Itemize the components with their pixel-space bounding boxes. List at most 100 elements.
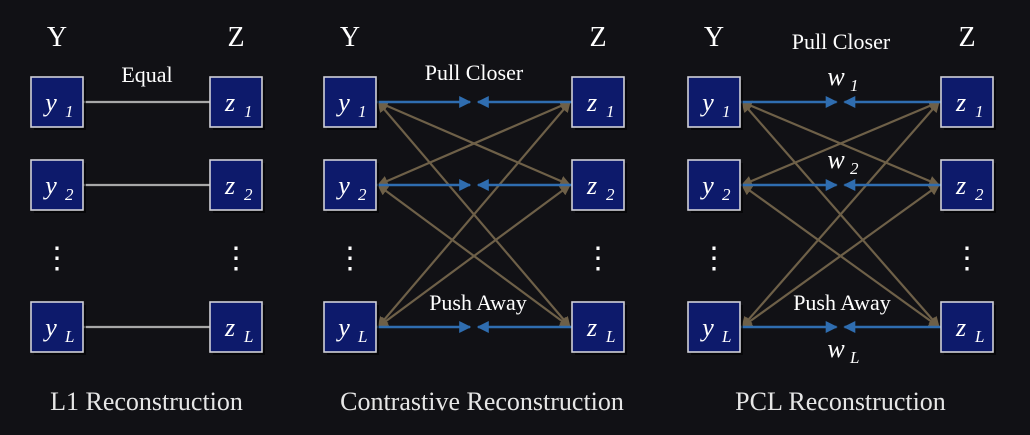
node-z1-pcl <box>940 76 994 128</box>
equal-label: Equal <box>121 62 172 87</box>
node-label-zL-l1-subscript: L <box>243 327 253 346</box>
weight-w1-base: w <box>827 62 845 91</box>
node-yL-pcl <box>687 301 741 353</box>
node-label-yL-contrastive-subscript: L <box>357 327 367 346</box>
node-yL-contrastive <box>323 301 377 353</box>
header-z-pcl: Z <box>958 22 975 53</box>
push-arrow-y3-z1 <box>377 101 571 328</box>
weight-w1-subscript: 1 <box>850 76 859 95</box>
push-arrow-y3-z1 <box>741 101 940 328</box>
header-z-l1: Z <box>227 22 244 53</box>
node-y1-contrastive <box>323 76 377 128</box>
nodes-layer <box>30 76 996 355</box>
ellipsis-z-l1: ⋮ <box>221 242 251 275</box>
node-y2-pcl <box>687 159 741 211</box>
header-z-contrastive: Z <box>589 22 606 53</box>
node-label-y2-pcl-subscript: 2 <box>722 185 731 204</box>
node-label-y1-pcl-subscript: 1 <box>722 102 731 121</box>
weight-w2-subscript: 2 <box>850 159 859 178</box>
pull-closer-label: Pull Closer <box>425 60 524 85</box>
push-away-label-pcl: Push Away <box>793 290 891 315</box>
node-z2-pcl <box>940 159 994 211</box>
node-label-y1-l1-base: y <box>42 88 57 117</box>
node-zL-pcl <box>940 301 994 353</box>
ellipsis-y-pcl: ⋮ <box>699 242 729 275</box>
node-label-y2-l1-subscript: 2 <box>65 185 74 204</box>
node-z2-l1 <box>209 159 263 211</box>
weight-wL-subscript: L <box>849 348 859 367</box>
node-z1-l1 <box>209 76 263 128</box>
node-label-y2-contrastive-subscript: 2 <box>358 185 367 204</box>
node-label-z1-contrastive-subscript: 1 <box>606 102 615 121</box>
node-label-y1-pcl-base: y <box>699 88 714 117</box>
pull-closer-label-pcl: Pull Closer <box>792 29 891 54</box>
node-label-y1-l1-subscript: 1 <box>65 102 74 121</box>
node-y2-contrastive <box>323 159 377 211</box>
ellipsis-y-contrastive: ⋮ <box>335 242 365 275</box>
node-label-z1-pcl-subscript: 1 <box>975 102 984 121</box>
node-label-z1-l1-base: z <box>224 88 235 117</box>
node-y2-l1 <box>30 159 84 211</box>
node-label-z1-l1-subscript: 1 <box>244 102 253 121</box>
ellipsis-z-contrastive: ⋮ <box>583 242 613 275</box>
node-yL-l1 <box>30 301 84 353</box>
node-label-yL-contrastive-base: y <box>335 313 350 342</box>
node-label-yL-l1-base: y <box>42 313 57 342</box>
node-label-yL-l1-subscript: L <box>64 327 74 346</box>
node-label-z2-l1-base: z <box>224 171 235 200</box>
node-label-z1-contrastive-base: z <box>586 88 597 117</box>
push-arrow-y3-z2 <box>741 184 940 328</box>
node-label-z1-pcl-base: z <box>955 88 966 117</box>
node-label-y2-l1-base: y <box>42 171 57 200</box>
node-label-z2-contrastive-subscript: 2 <box>606 185 615 204</box>
header-y-l1: Y <box>47 22 67 53</box>
push-arrow-y3-z2 <box>377 184 571 328</box>
node-label-z2-pcl-base: z <box>955 171 966 200</box>
caption-contrastive: Contrastive Reconstruction <box>340 387 624 416</box>
node-z1-contrastive <box>571 76 625 128</box>
node-label-z2-l1-subscript: 2 <box>244 185 253 204</box>
node-label-z2-contrastive-base: z <box>586 171 597 200</box>
node-z2-contrastive <box>571 159 625 211</box>
node-label-z2-pcl-subscript: 2 <box>975 185 984 204</box>
node-label-yL-pcl-subscript: L <box>721 327 731 346</box>
header-y-contrastive: Y <box>340 22 360 53</box>
node-zL-contrastive <box>571 301 625 353</box>
weight-w2-base: w <box>827 145 845 174</box>
node-label-zL-contrastive-base: z <box>586 313 597 342</box>
ellipsis-y-l1: ⋮ <box>42 242 72 275</box>
caption-pcl: PCL Reconstruction <box>735 387 946 416</box>
edges-layer <box>83 96 941 333</box>
node-label-y2-pcl-base: y <box>699 171 714 200</box>
node-y1-l1 <box>30 76 84 128</box>
ellipsis-z-pcl: ⋮ <box>952 242 982 275</box>
node-label-yL-pcl-base: y <box>699 313 714 342</box>
node-y1-pcl <box>687 76 741 128</box>
node-label-zL-pcl-base: z <box>955 313 966 342</box>
header-y-pcl: Y <box>704 22 724 53</box>
node-label-zL-pcl-subscript: L <box>974 327 984 346</box>
weight-wL-base: w <box>827 334 845 363</box>
